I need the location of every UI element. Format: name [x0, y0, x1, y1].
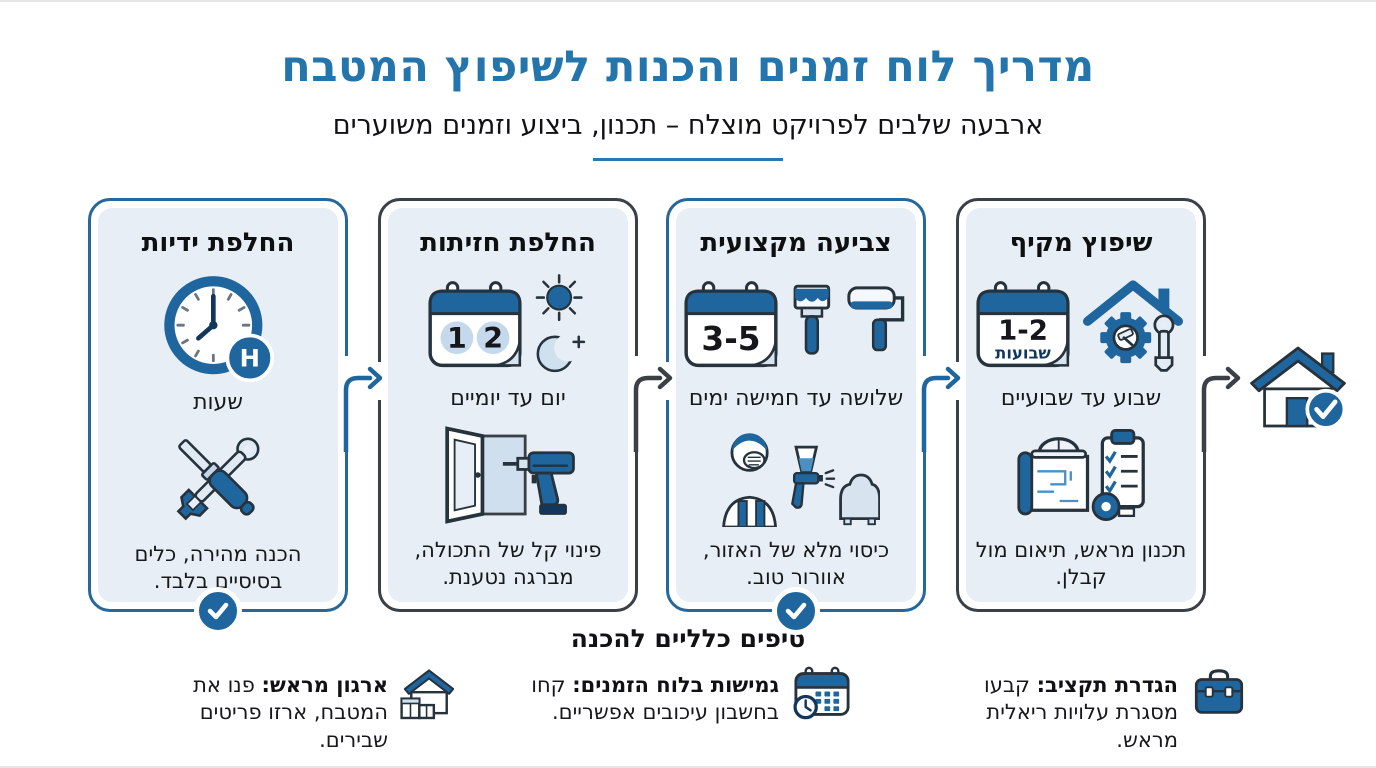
flow-arrow-icon — [633, 366, 673, 452]
tip-lead: הגדרת תקציב: — [1036, 673, 1178, 697]
tip-text: גמישות בלוח הזמנים: קחו בחשבון עיכובים א… — [529, 666, 779, 727]
check-icon — [785, 602, 807, 620]
card-top-icons: 3-5 — [681, 270, 911, 378]
tip-body: פנו את המטבח, ארזו פריטים שבירים. — [193, 673, 388, 752]
blueprint-helmet-clipboard-icon — [1017, 429, 1145, 521]
border-gap — [376, 362, 385, 400]
page-title: מדריך לוח זמנים והכנות לשיפוץ המטבח — [281, 42, 1095, 92]
svg-text:1-2: 1-2 — [998, 314, 1048, 347]
border-gap — [1199, 356, 1208, 394]
tips-heading: טיפים כלליים להכנה — [570, 624, 806, 653]
duration-text: שלושה עד חמישה ימים — [688, 386, 904, 411]
card-replace-fronts-panel: החלפת חזיתות 1 2 יום עד יומיים — [388, 208, 628, 602]
note-text: תכנון מראש, תיאום מול קבלן. — [975, 538, 1187, 590]
card-full-renovation: שיפוץ מקיף 1-2 שבועות — [956, 198, 1206, 612]
svg-text:שבועות: שבועות — [995, 343, 1051, 362]
tip-budget: הגדרת תקציב: קבעו מסגרת עלויות ריאלית מר… — [918, 666, 1248, 754]
duration-text: שבוע עד שבועיים — [1000, 386, 1162, 411]
screwdriver — [178, 439, 255, 516]
duration-text: שעות — [193, 390, 243, 415]
svg-text:1: 1 — [447, 322, 467, 355]
border-gap — [954, 362, 963, 400]
flow-arrow-icon — [921, 366, 961, 452]
card-top-icons: 1-2 שבועות — [973, 270, 1189, 378]
paintbrush-roller-icon — [793, 284, 905, 355]
screwdriver-wrench-icon — [176, 437, 260, 521]
note-text: כיסוי מלא של האזור, אוורור טוב. — [702, 538, 890, 590]
svg-text:H: H — [240, 343, 260, 372]
border-gap — [633, 356, 642, 394]
check-badge — [772, 587, 820, 635]
painter-spray-icon — [722, 433, 880, 527]
bottom-edge-line — [0, 766, 1376, 768]
card-title: שיפוץ מקיף — [1009, 228, 1153, 258]
tip-text: ארגון מראש: פנו את המטבח, ארזו פריטים שב… — [138, 666, 388, 754]
card-title: החלפת ידיות — [141, 228, 295, 258]
card-professional-painting-panel: צביעה מקצועית 3-5 שלושה עד חמישה — [676, 208, 916, 602]
card-bottom-icon — [1005, 421, 1157, 529]
door-drill-icon — [445, 426, 575, 524]
tip-schedule-flexibility: גמישות בלוח הזמנים: קחו בחשבון עיכובים א… — [523, 666, 853, 754]
check-icon — [207, 602, 229, 620]
top-edge-line — [0, 0, 1376, 2]
card-title: החלפת חזיתות — [420, 228, 596, 258]
card-replace-handles-panel: החלפת ידיות H שעות — [98, 208, 338, 602]
house-boxes-icon — [400, 669, 455, 720]
tip-text: הגדרת תקציב: קבעו מסגרת עלויות ריאלית מר… — [928, 666, 1178, 754]
border-gap — [343, 356, 352, 394]
house-complete — [1246, 340, 1350, 438]
tip-body: קבעו מסגרת עלויות ריאלית מראש. — [984, 673, 1178, 752]
flow-arrow-icon — [1201, 366, 1241, 452]
card-replace-handles: החלפת ידיות H שעות — [88, 198, 348, 635]
house-gear-tools-icon — [1083, 280, 1183, 372]
calendar-icon: 3-5 — [684, 281, 778, 368]
tips-row: הגדרת תקציב: קבעו מסגרת עלויות ריאלית מר… — [128, 666, 1248, 754]
note-text: פינוי קל של התכולה, מברגה נטענת. — [414, 538, 602, 590]
card-bottom-icon — [712, 421, 880, 529]
tip-lead: ארגון מראש: — [261, 673, 389, 697]
card-title: צביעה מקצועית — [700, 228, 892, 258]
card-professional-painting: צביעה מקצועית 3-5 שלושה עד חמישה — [666, 198, 926, 635]
clock-icon: H — [164, 276, 275, 383]
card-bottom-icon — [429, 421, 587, 529]
tip-body: קחו בחשבון עיכובים אפשריים. — [531, 673, 779, 725]
card-top-icons: H — [159, 274, 277, 383]
check-badge — [194, 587, 242, 635]
calendar-icon: 1-2 שבועות — [976, 281, 1070, 368]
card-full-renovation-panel: שיפוץ מקיף 1-2 שבועות — [966, 208, 1196, 602]
calendar-clock-icon — [793, 666, 850, 720]
card-replace-fronts: החלפת חזיתות 1 2 יום עד יומיים — [378, 198, 638, 612]
subtitle-underline — [593, 158, 783, 161]
border-gap — [921, 356, 930, 394]
tip-lead: גמישות בלוח הזמנים: — [572, 673, 779, 697]
house-check-icon — [1250, 346, 1347, 430]
tip-organize-ahead: ארגון מראש: פנו את המטבח, ארזו פריטים שב… — [128, 666, 458, 754]
toolbox-icon — [1194, 669, 1244, 714]
svg-text:3-5: 3-5 — [701, 320, 760, 358]
card-top-icons: 1 2 — [425, 270, 591, 378]
svg-text:2: 2 — [483, 322, 503, 355]
sun-moon-icon — [535, 274, 586, 373]
page-subtitle: ארבעה שלבים לפרויקט מוצלח – תכנון, ביצוע… — [332, 110, 1044, 141]
calendar-icon: 1 2 — [428, 281, 522, 368]
flow-arrow-icon — [343, 366, 383, 452]
card-bottom-icon — [159, 425, 277, 533]
duration-text: יום עד יומיים — [450, 386, 566, 411]
